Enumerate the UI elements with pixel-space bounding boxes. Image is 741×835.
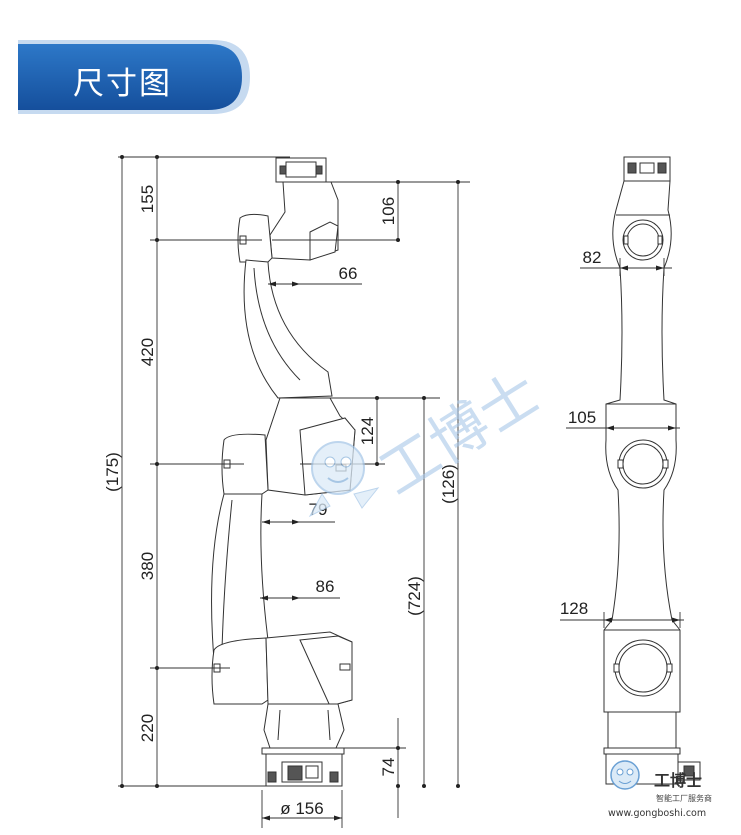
dim-420: 420: [138, 338, 157, 366]
dim-155: 155: [138, 185, 157, 213]
dim-106: 106: [379, 197, 398, 225]
side-view-robot: [603, 156, 701, 785]
front-view-dimensions: [118, 155, 470, 828]
logo-url: www.gongboshi.com: [608, 808, 707, 819]
watermark-text: 工博士: [368, 358, 552, 508]
header-banner: [18, 40, 250, 114]
dim-156: ø 156: [280, 799, 323, 818]
dim-724: (724): [405, 576, 424, 616]
dim-74: 74: [379, 758, 398, 777]
logo-text: 工博士: [654, 771, 702, 790]
dim-128: 128: [560, 599, 588, 618]
dim-220: 220: [138, 714, 157, 742]
dim-124: 124: [358, 417, 377, 445]
gongboshi-logo-icon: [610, 760, 640, 790]
dim-126: (126): [439, 464, 458, 504]
dim-380: 380: [138, 552, 157, 580]
dim-82: 82: [583, 248, 602, 267]
dim-66: 66: [339, 264, 358, 283]
dim-105: 105: [568, 408, 596, 427]
watermark-mascot-icon: [308, 441, 380, 518]
page-title: 尺寸图: [73, 66, 172, 102]
side-view-dimensions: [560, 258, 684, 628]
dim-175: (175): [103, 452, 122, 492]
logo-caption: 智能工厂服务商: [656, 794, 712, 803]
dim-86: 86: [316, 577, 335, 596]
front-view-robot: [211, 157, 356, 787]
